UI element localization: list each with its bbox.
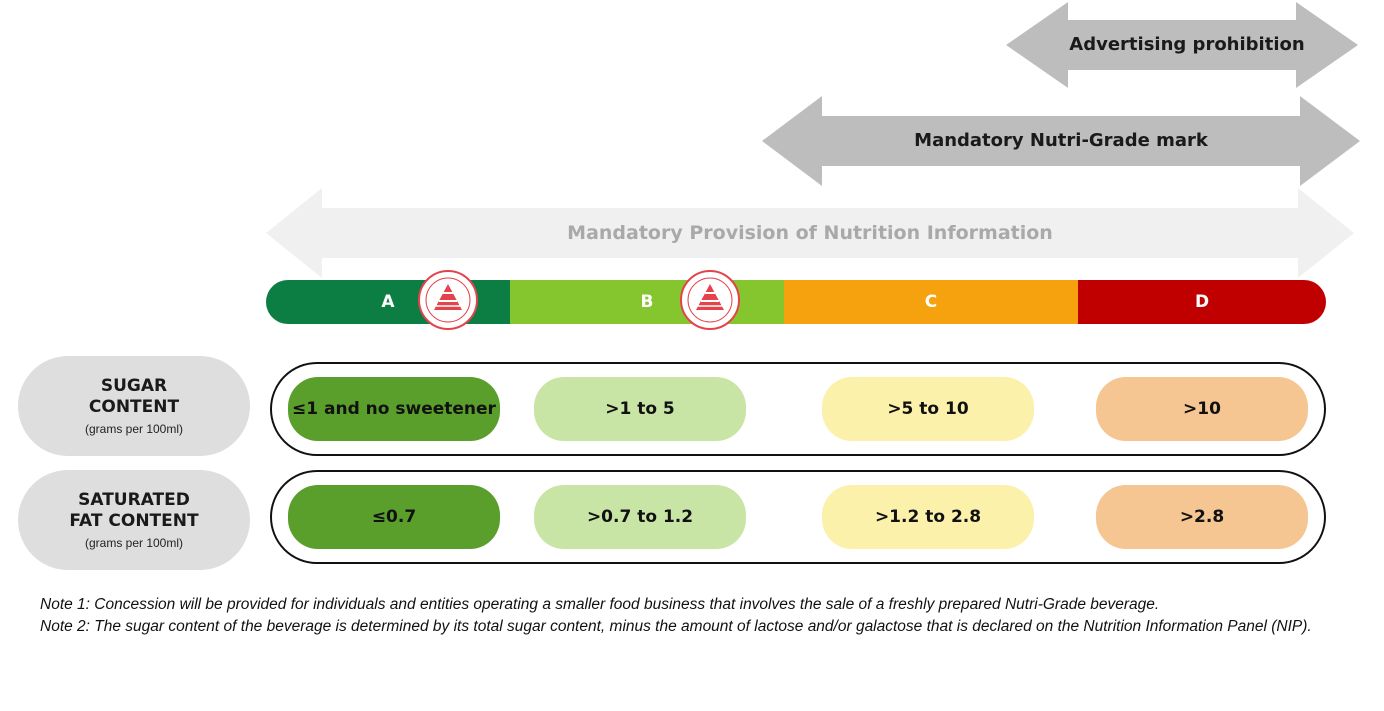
grade-a-label: A (381, 292, 395, 312)
nutrition-information-label: Mandatory Provision of Nutrition Informa… (567, 222, 1053, 244)
notes: Note 1: Concession will be provided for … (40, 594, 1340, 638)
fat-grade-a-pill: ≤0.7 (288, 485, 500, 549)
grade-b-segment: B (510, 280, 784, 324)
note-1: Note 1: Concession will be provided for … (40, 596, 1160, 613)
grade-c-segment: C (784, 280, 1078, 324)
sugar-grade-d-pill: >10 (1096, 377, 1308, 441)
grade-c-label: C (924, 292, 938, 312)
double-arrow-shape (762, 96, 1360, 186)
healthier-choice-icon (680, 270, 740, 330)
advertising-prohibition-label: Advertising prohibition (1069, 34, 1305, 55)
grade-d-segment: D (1078, 280, 1326, 324)
healthier-choice-icon (418, 270, 478, 330)
saturated-fat-label: SATURATED FAT CONTENT (grams per 100ml) (18, 470, 250, 570)
advertising-prohibition-arrow: Advertising prohibition (1006, 2, 1358, 88)
nutri-grade-mark-label: Mandatory Nutri-Grade mark (914, 130, 1208, 151)
saturated-fat-title: SATURATED FAT CONTENT (69, 490, 199, 531)
sugar-content-title: SUGAR CONTENT (88, 376, 180, 417)
grade-b-label: B (640, 292, 654, 312)
sugar-content-row: ≤1 and no sweetener >1 to 5 >5 to 10 >10 (270, 362, 1326, 456)
sugar-content-unit: (grams per 100ml) (84, 422, 184, 436)
grade-d-label: D (1194, 292, 1210, 312)
fat-grade-d-pill: >2.8 (1096, 485, 1308, 549)
fat-grade-c-pill: >1.2 to 2.8 (822, 485, 1034, 549)
sugar-grade-a-pill: ≤1 and no sweetener (288, 377, 500, 441)
sugar-grade-b-pill: >1 to 5 (534, 377, 746, 441)
sugar-content-label: SUGAR CONTENT (grams per 100ml) (18, 356, 250, 456)
sugar-grade-c-pill: >5 to 10 (822, 377, 1034, 441)
saturated-fat-unit: (grams per 100ml) (84, 536, 184, 550)
saturated-fat-row: ≤0.7 >0.7 to 1.2 >1.2 to 2.8 >2.8 (270, 470, 1326, 564)
note-2: Note 2: The sugar content of the beverag… (40, 618, 1312, 635)
grade-bar: A B C D (266, 280, 1326, 324)
nutri-grade-mark-arrow: Mandatory Nutri-Grade mark (762, 96, 1360, 186)
double-arrow-shape (1006, 2, 1358, 88)
double-arrow-shape (266, 188, 1354, 278)
fat-grade-b-pill: >0.7 to 1.2 (534, 485, 746, 549)
nutrition-information-arrow: Mandatory Provision of Nutrition Informa… (266, 188, 1354, 278)
